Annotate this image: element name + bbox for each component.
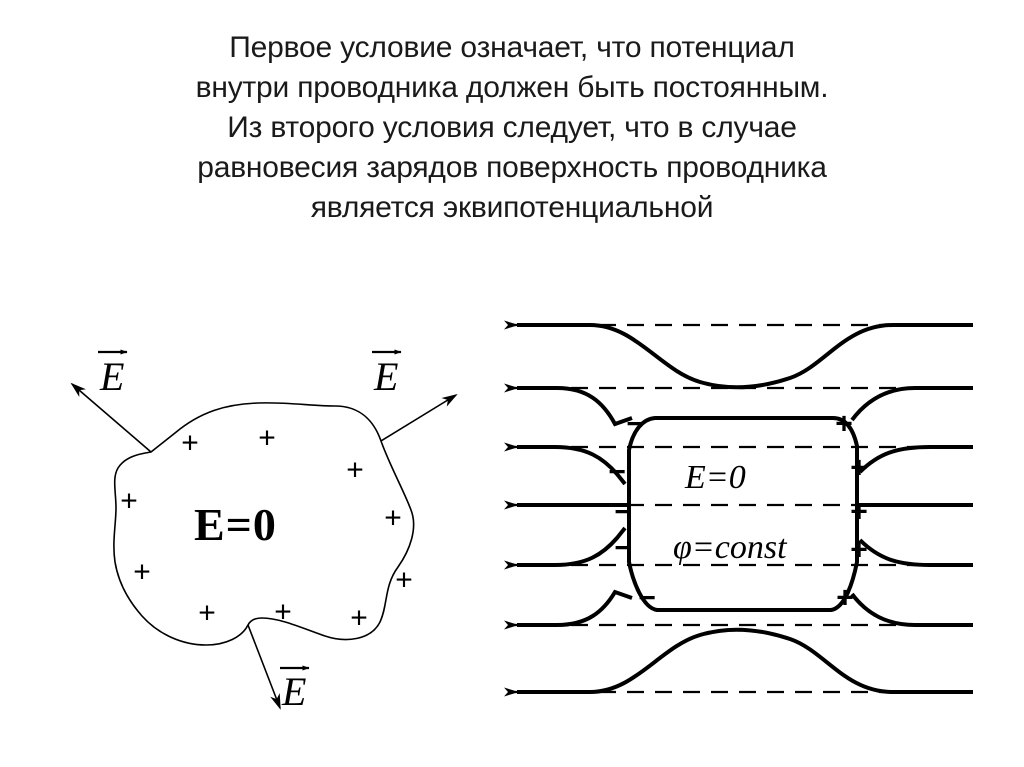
induced-charge-positive-5: + — [836, 582, 854, 615]
induced-charge-positive-3: + — [850, 496, 868, 529]
surface-charge-positive-10: + — [350, 602, 368, 635]
text-line-2: внутри проводника должен быть постоянным… — [195, 71, 829, 104]
induced-charge-group: −−−−−+++++ — [608, 408, 868, 615]
field-line-2 — [504, 383, 633, 427]
e-field-arrow-top-right — [380, 393, 458, 442]
electric-field-lines — [504, 320, 973, 697]
surface-charge-positive-9: + — [274, 596, 292, 629]
induced-charge-positive-2: + — [850, 452, 868, 485]
induced-charge-negative-1: − — [626, 408, 644, 441]
surface-charge-positive-3: + — [346, 454, 364, 487]
e-vector-label-top-right-text: E — [373, 354, 398, 399]
e-field-arrow-bottom — [247, 624, 281, 710]
induced-charge-negative-3: − — [614, 496, 632, 529]
surface-charge-positive-5: + — [384, 502, 402, 535]
dashed-reference-lines — [515, 323, 973, 694]
conductor-field-zero-label: E=0 — [684, 459, 746, 496]
induced-charge-negative-4: − — [614, 532, 632, 565]
e-vector-label-bottom-text: E — [281, 669, 306, 714]
conductor-potential-const-label: φ=const — [673, 529, 788, 566]
induced-charge-positive-4: + — [850, 534, 868, 567]
field-line-2b — [850, 386, 973, 422]
surface-charge-positive-4: + — [120, 485, 138, 518]
conductor-blob-outline — [113, 402, 415, 646]
surface-charge-positive-7: + — [395, 564, 413, 597]
field-line-6 — [504, 589, 633, 630]
field-line-6b — [850, 592, 973, 627]
text-line-4: равновесия зарядов поверхность проводник… — [197, 151, 827, 184]
e-vector-label-top-left-text: E — [99, 354, 124, 399]
conductor-interior-field-label: E=0 — [194, 499, 277, 550]
conductor-body-outline — [627, 416, 859, 612]
figure-conductor-in-uniform-field: E=0 φ=const −−−−−+++++ — [495, 300, 995, 730]
field-line-3b — [858, 445, 973, 474]
field-line-5b — [858, 538, 973, 567]
e-vector-label-bottom: E — [280, 665, 310, 714]
surface-charge-positive-6: + — [133, 556, 151, 589]
figures-container: E E E E=0 + + + + + + + + + + — [0, 300, 1024, 767]
field-line-1 — [504, 320, 973, 390]
intro-text-block: Первое условие означает, что потенциал в… — [0, 28, 1024, 228]
text-line-5: является эквипотенциальной — [310, 191, 714, 224]
e-vector-label-top-right: E — [372, 349, 402, 399]
surface-charge-group: + + + + + + + + + + — [120, 422, 413, 635]
field-line-3 — [504, 442, 627, 486]
text-line-1: Первое условие означает, что потенциал — [229, 31, 795, 64]
field-line-7 — [504, 627, 973, 697]
induced-charge-positive-1: + — [835, 408, 853, 441]
surface-charge-positive-8: + — [198, 597, 216, 630]
induced-charge-negative-2: − — [608, 456, 626, 489]
e-vector-label-top-left: E — [98, 349, 128, 399]
e-field-arrow-top-left — [70, 382, 152, 453]
field-line-5 — [504, 526, 627, 570]
surface-charge-positive-2: + — [258, 422, 276, 455]
surface-charge-positive-1: + — [181, 427, 199, 460]
induced-charge-negative-5: − — [638, 582, 656, 615]
figure-isolated-charged-conductor: E E E E=0 + + + + + + + + + + — [30, 300, 490, 740]
text-line-3: Из второго условия следует, что в случае — [227, 111, 797, 144]
